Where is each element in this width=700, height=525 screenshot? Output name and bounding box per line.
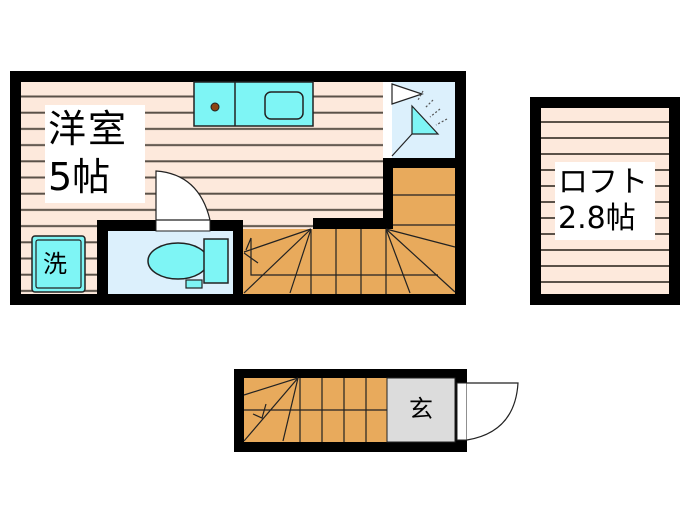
western-room-size: 5帖 — [48, 155, 111, 199]
western-room-label-bg — [45, 105, 145, 203]
loft-label-bg — [555, 162, 655, 240]
stove-icon — [210, 102, 220, 112]
shower-door — [383, 82, 392, 158]
shower-icon — [411, 104, 440, 135]
sink-icon — [264, 91, 304, 120]
entrance-door-swing — [466, 382, 519, 441]
entrance-unit — [234, 369, 519, 452]
loft-name: ロフト — [558, 165, 648, 200]
toilet-room — [97, 170, 243, 305]
loft-size: 2.8帖 — [558, 201, 636, 236]
toilet-door-swing — [155, 170, 211, 221]
western-room-name: 洋室 — [48, 107, 129, 151]
main-unit — [10, 71, 466, 305]
washer-label: 洗 — [43, 250, 67, 278]
toilet-tank-icon — [203, 238, 229, 284]
entrance-label: 玄 — [409, 395, 433, 423]
shower-room — [383, 82, 455, 158]
kitchen-counter — [193, 81, 314, 127]
washer-space — [31, 235, 86, 293]
toilet-bowl-icon — [147, 242, 209, 280]
genkan-floor — [386, 377, 456, 443]
stairs-lower — [243, 377, 387, 442]
stairs-upper — [243, 158, 466, 294]
